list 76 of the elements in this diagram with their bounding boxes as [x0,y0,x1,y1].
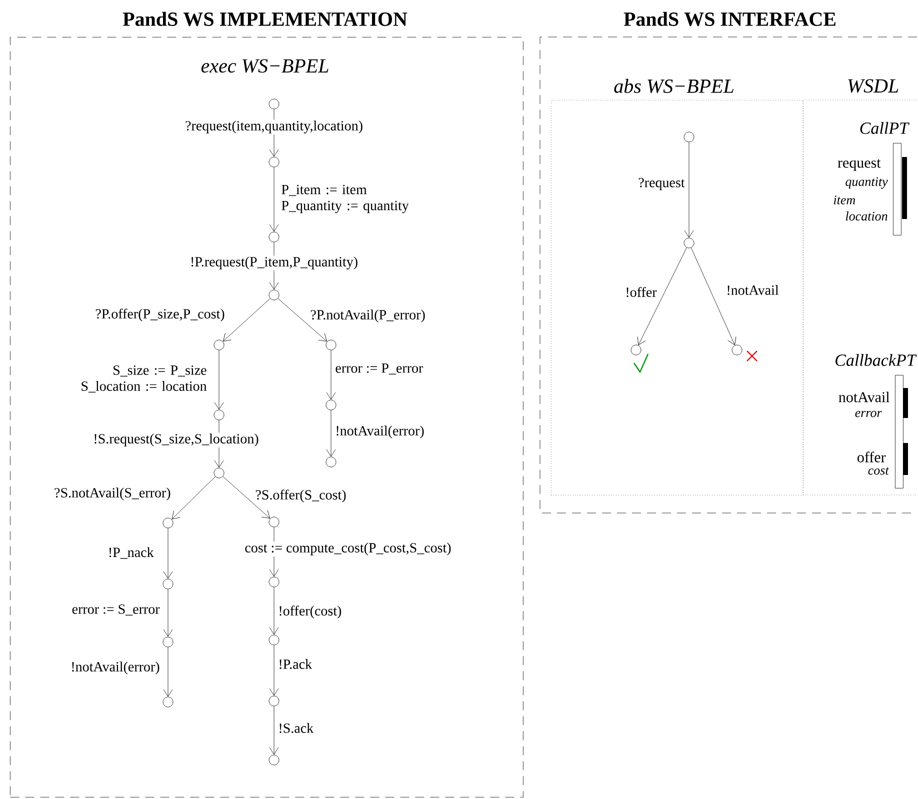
edge-label: ?S.notAvail(S_error) [54,488,170,500]
state-circle [268,754,280,766]
parameter-name: item [834,196,856,204]
state-circle [630,344,642,356]
edge-label: S_size := P_size S_location := location [82,365,207,393]
operation-name: request [838,159,881,171]
state-circle [326,456,336,468]
state-circle [268,156,280,168]
state-circle [268,516,280,528]
arrow [269,706,279,755]
edge-label: error := P_error [336,364,424,374]
edge-label: !P_nack [109,547,154,559]
port-type-name: CallPT [860,122,910,134]
parameter-name: quantity [846,177,888,189]
state-circle [326,400,336,410]
edge-label: cost := compute_cost(P_cost,S_cost) [244,542,452,556]
arrow [269,645,279,696]
edge-label: !P.request(P_item,P_quantity) [189,256,359,270]
arrow [278,298,328,342]
operation-name: notAvail [838,392,890,402]
arrow [172,476,216,520]
arrow [637,247,687,346]
state-circle [326,340,336,350]
panel-heading: exec WS−BPEL [201,59,328,73]
edge-label: ?P.offer(P_size,P_cost) [96,308,224,322]
box-heading: abs WS−BPEL [614,78,734,94]
arrow [163,647,173,697]
state-circle [162,696,174,708]
arrow [163,528,173,579]
state-circle [268,232,280,242]
parameter-name: cost [868,467,890,475]
panel-title: PandS WS INTERFACE [624,12,836,26]
parameter-name: location [846,211,888,221]
edge-label: !notAvail [728,285,779,295]
arrow [684,142,694,238]
arrow [222,476,270,518]
state-circle [732,344,742,356]
arrow [326,350,336,400]
edge-label: P_item := item P_quantity := quantity [282,184,409,214]
arrow [326,410,336,457]
edge-label: ?request(item,quantity,location) [184,120,364,134]
state-circle [268,576,280,588]
state-circle [162,518,174,528]
edge-label: error := S_error [72,604,160,616]
arrow [269,587,279,635]
state-circle [162,636,174,648]
edge-label: ?request [638,178,685,190]
edge-label: !P.ack [280,659,312,669]
box-heading: WSDL [848,79,898,93]
arrow [163,589,173,637]
arrow [269,167,279,232]
state-circle [268,290,280,300]
state-circle [268,696,280,706]
edge-label: !S.request(S_size,S_location) [92,432,260,448]
state-circle [268,98,280,110]
state-circle [684,238,694,248]
state-circle [162,578,174,590]
state-circle [214,468,224,478]
panel-title: PandS WS IMPLEMENTATION [122,12,408,26]
state-circle [214,410,224,420]
operation-name: offer [858,452,886,462]
state-circle [268,634,280,646]
edge-label: !offer [626,286,657,298]
edge-label: !S.ack [280,723,314,733]
state-circle [214,340,224,350]
port-type-name: CallbackPT [836,354,917,366]
edge-label: !notAvail(error) [72,662,160,674]
edge-label: !offer(cost) [280,606,342,618]
arrow [214,350,224,410]
edge-label: ?P.notAvail(P_error) [310,310,425,322]
arrow [222,298,270,342]
parameter-name: error [855,410,882,418]
edge-label: ?S.offer(S_cost) [256,490,346,502]
state-circle [684,132,694,142]
edge-label: !notAvail(error) [336,426,424,438]
arrow [690,248,736,346]
